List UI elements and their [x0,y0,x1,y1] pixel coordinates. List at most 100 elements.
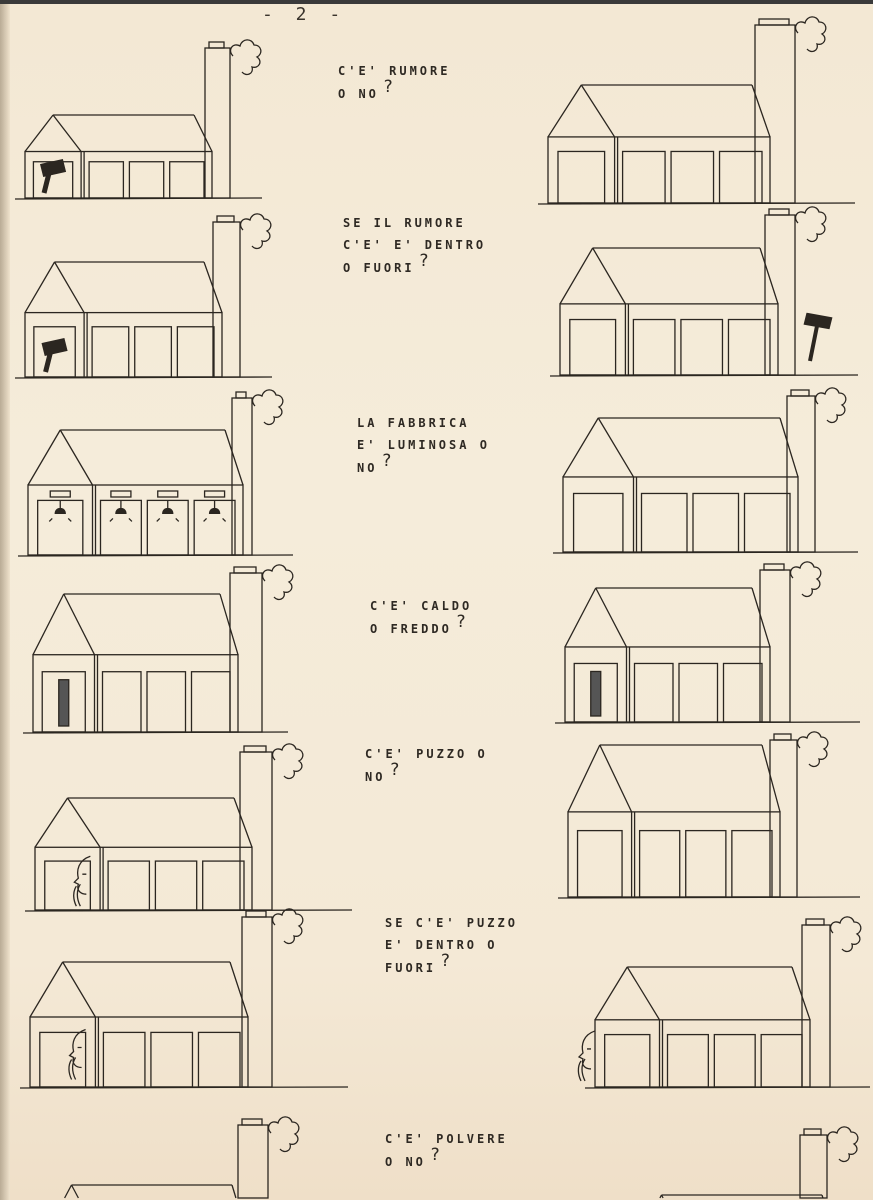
door [190,671,231,733]
factory-building [19,908,349,1089]
door [128,161,165,199]
question-mark: ? [418,251,432,271]
chimney [799,1134,828,1199]
chimney-cap [763,563,785,571]
roof [761,744,781,813]
door [604,1033,651,1088]
door [621,150,666,204]
page-number: - 2 - [262,4,347,25]
chimney [229,572,263,733]
door [633,662,674,723]
chimney-cap [243,745,267,753]
smoke-icon [239,213,272,250]
chimney-cap [805,918,825,926]
door [670,150,715,204]
roof [224,429,244,486]
question-line: C'E' POLVERE [385,1132,508,1146]
question-smell-location: SE C'E' PUZZO E' DENTRO O FUORI? [385,912,518,979]
smelling-face-icon [577,1030,596,1082]
door [150,1031,194,1088]
question-mark: ? [440,951,454,971]
chimney [759,569,791,723]
question-light: LA FABBRICA E' LUMINOSA O NO? [357,412,490,479]
question-mark: ? [382,77,397,97]
roof [759,247,779,305]
smoke-icon [271,743,304,780]
lamp-icon [109,500,133,522]
door [718,150,763,204]
roof [779,417,799,478]
window [203,490,226,498]
factory-building [554,561,861,724]
window [49,490,71,498]
roof [53,261,85,313]
roof [62,961,96,1018]
chimney [786,395,816,553]
smelling-face-icon [73,855,91,907]
factory-building [659,1126,859,1199]
chimney [241,916,273,1088]
door [169,161,205,199]
question-mark: ? [389,760,403,780]
door [102,1031,146,1088]
question-line: C'E' RUMORE [338,64,451,78]
door [572,492,624,553]
question-noise-location: SE IL RUMORE C'E' E' DENTRO O FUORI? [343,212,486,279]
smoke-icon [271,908,304,945]
door [760,1033,803,1088]
roof [592,247,626,305]
roof [70,1184,79,1199]
roof [32,593,65,656]
roof [52,114,82,152]
door [154,860,198,911]
roof [595,587,628,648]
roof [229,961,249,1018]
question-noise: C'E' RUMORE O NO? [338,60,450,105]
window [157,490,179,498]
chimney-cap [790,389,810,397]
thermometer-icon [590,670,602,717]
roof [547,84,582,138]
door [569,318,617,376]
question-line: NO [365,770,386,784]
question-dust: C'E' POLVERE O NO? [385,1128,508,1173]
roof [626,966,661,1021]
building-wall [34,846,253,911]
chimney [237,1124,269,1199]
roof [597,417,635,478]
hammer-icon [41,338,68,373]
roof [594,966,628,1021]
question-line: FUORI [385,961,437,975]
smoke-icon [829,916,862,953]
chimney-cap [241,1118,263,1126]
question-line: SE IL RUMORE [343,216,466,230]
smoke-icon [794,206,827,243]
roof [562,417,599,478]
roof [24,114,54,152]
roof [599,744,633,813]
smoke-icon [267,1116,300,1153]
door [39,1031,87,1088]
factory-building [577,916,871,1089]
building-wall [594,1019,811,1088]
smelling-face-icon [68,1028,86,1080]
question-mark: ? [429,1145,444,1165]
roof [219,593,239,655]
chimney-cap [768,208,790,216]
door [33,326,76,378]
chimney-cap [208,41,225,49]
door [680,318,724,376]
building-wall [559,303,779,376]
chimney-cap [803,1128,822,1136]
smoke-icon [789,561,822,598]
chimney-cap [233,566,257,574]
hammer-icon [40,159,67,194]
smoke-icon [796,731,829,768]
roof [67,797,101,848]
roof [791,966,811,1021]
lamp-icon [203,500,227,522]
question-line: LA FABBRICA [357,416,470,430]
door [713,1033,756,1088]
roof [193,114,213,152]
chimney [801,924,831,1088]
